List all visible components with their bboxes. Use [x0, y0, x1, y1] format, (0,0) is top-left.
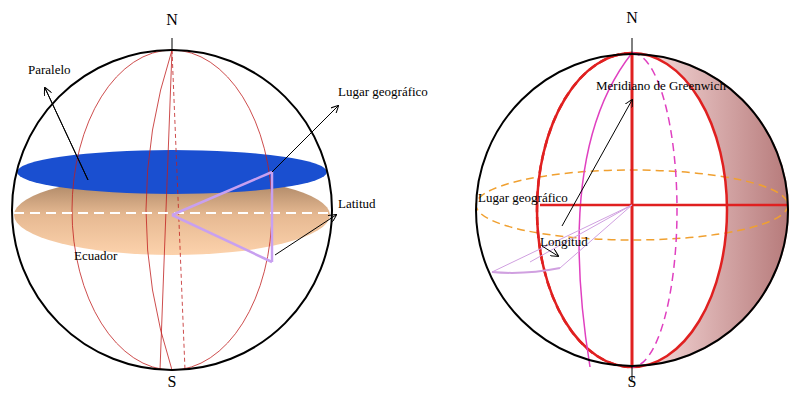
pole-letter: N — [626, 9, 638, 27]
pole-letter: S — [628, 373, 637, 391]
parallel-label: Paralelo — [28, 63, 71, 77]
equator-label: Ecuador — [74, 249, 117, 263]
pole-letter: N — [166, 11, 178, 29]
meridian-label: Meridiano de Greenwich — [596, 79, 726, 93]
latitude-label: Latitud — [338, 197, 376, 211]
place-label: Lugar geográfico — [478, 191, 568, 205]
longitude-label: Longitud — [540, 235, 588, 249]
place-label: Lugar geográfico — [338, 85, 428, 99]
pole-letter: S — [168, 373, 177, 391]
